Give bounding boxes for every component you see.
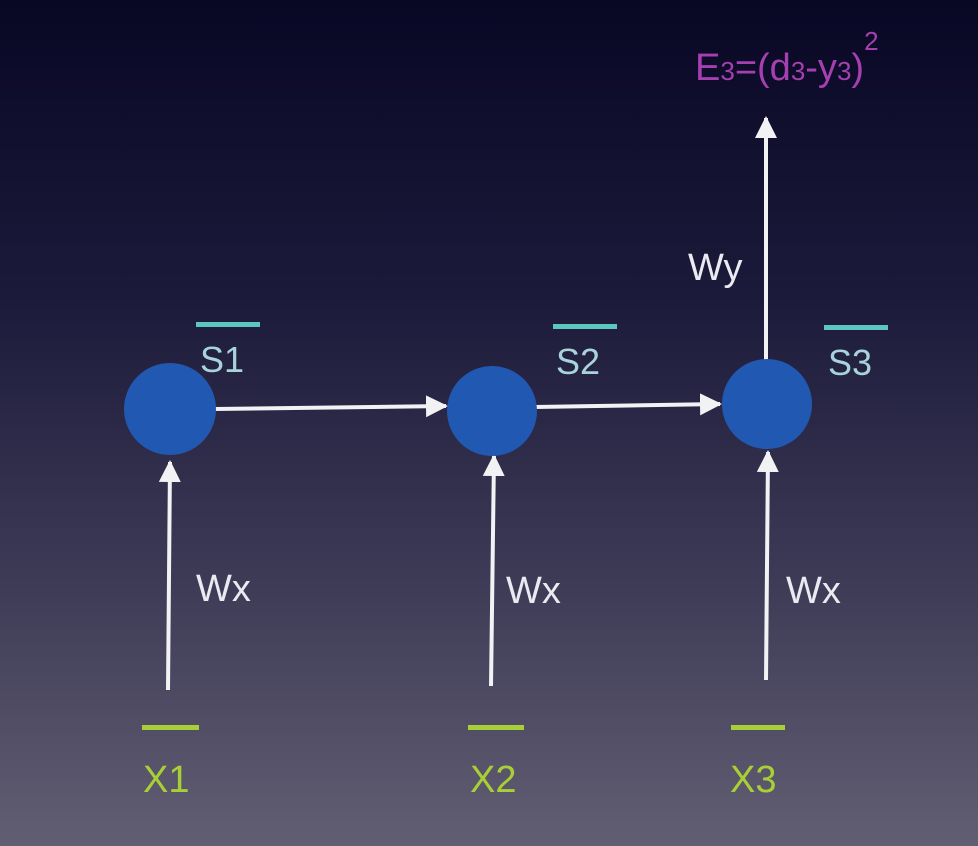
state-label-s2: S2 (556, 341, 600, 382)
input-label-x1: X1 (143, 759, 189, 801)
arrow-x3-s3 (756, 450, 779, 681)
x2-bar (468, 725, 524, 730)
arrow-x1-s1 (158, 460, 181, 691)
weight-label-wx1: Wx (196, 568, 251, 610)
arrow-s1-s2 (214, 395, 448, 418)
arrow-s2-s3 (534, 393, 722, 416)
weight-label-wy: Wy (688, 247, 743, 289)
node-s1 (124, 363, 216, 455)
weight-label-wx2: Wx (506, 570, 561, 612)
s1-bar (196, 322, 260, 327)
error-formula: E3=(d3-y3)2 (695, 26, 879, 89)
s3-bar (824, 325, 888, 330)
x3-bar (731, 725, 785, 730)
node-s3 (722, 359, 812, 449)
arrow-x2-s2 (482, 454, 505, 687)
weight-label-wx3: Wx (786, 570, 841, 612)
x1-bar (142, 725, 199, 730)
state-label-s1: S1 (200, 339, 244, 380)
state-label-s3: S3 (828, 342, 872, 383)
node-s2 (447, 366, 537, 456)
s2-bar (553, 324, 617, 329)
input-label-x2: X2 (470, 759, 516, 801)
input-label-x3: X3 (730, 759, 776, 801)
